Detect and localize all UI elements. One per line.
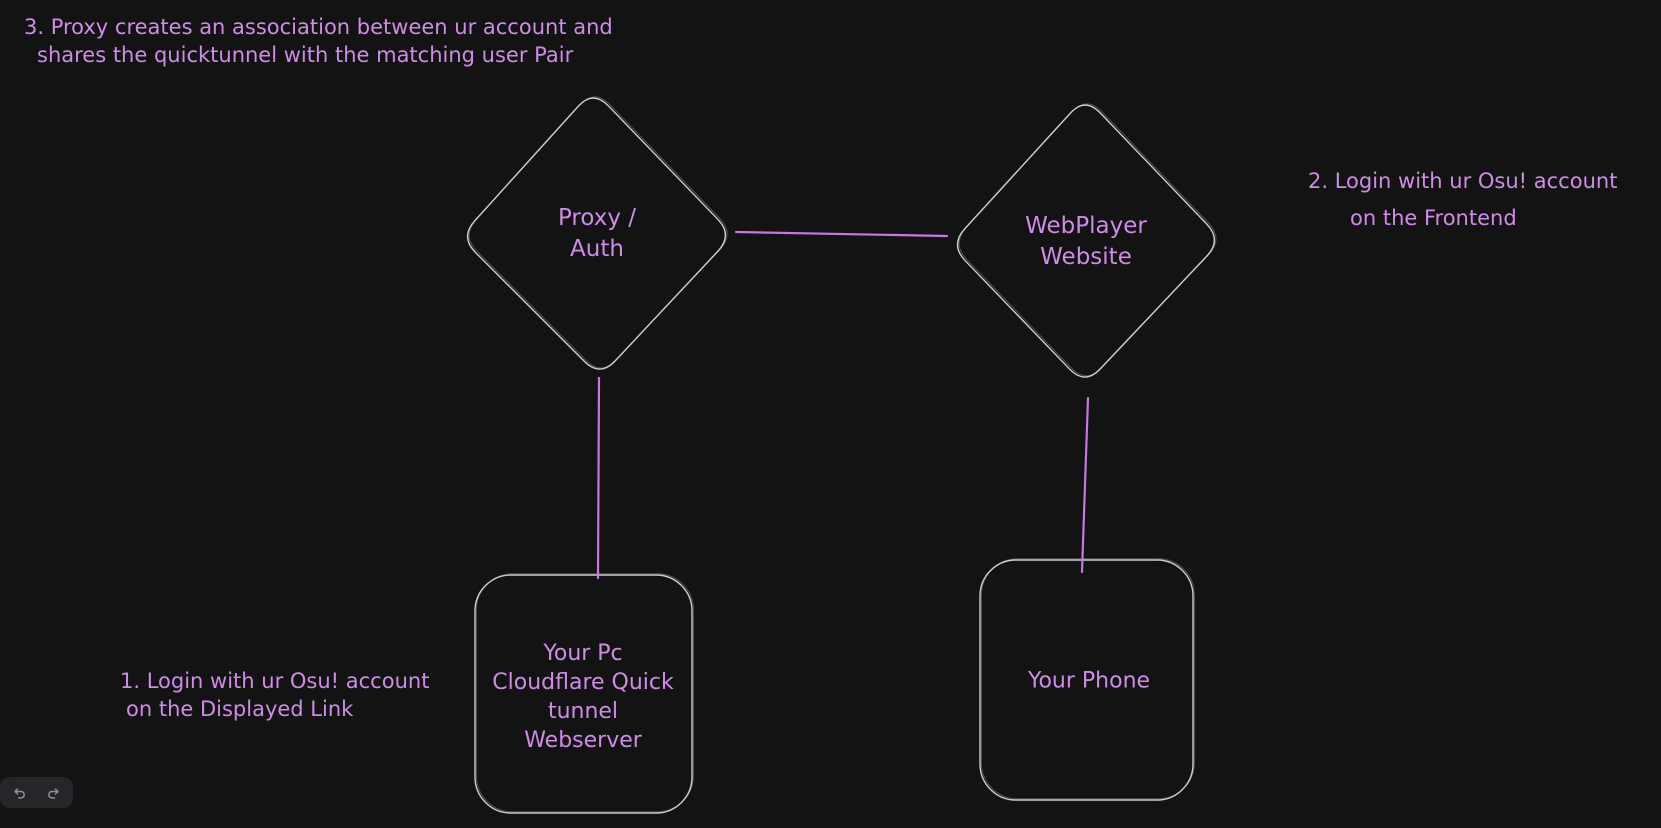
note-step-2[interactable]: 2. Login with ur Osu! account on the Fro… (1308, 167, 1617, 232)
your-pc-label[interactable]: Your Pc Cloudflare Quick tunnel Webserve… (492, 639, 673, 755)
proxy-auth-label[interactable]: Proxy / Auth (558, 203, 636, 265)
label-line: Your Pc (543, 641, 623, 666)
undo-button[interactable] (11, 785, 27, 801)
webplayer-website-label[interactable]: WebPlayer Website (1025, 211, 1147, 273)
your-pc-rectangle[interactable] (474, 573, 694, 814)
redo-icon (48, 787, 59, 799)
your-phone-label[interactable]: Your Phone (1028, 667, 1150, 696)
note-line: 1. Login with ur Osu! account (120, 669, 430, 693)
your-phone-rectangle[interactable] (979, 558, 1195, 801)
proxy-auth-diamond[interactable] (466, 96, 728, 370)
label-line: Website (1040, 244, 1132, 270)
note-line: on the Frontend (1350, 206, 1517, 230)
label-line: Cloudflare Quick (492, 670, 674, 695)
label-line: WebPlayer (1025, 213, 1147, 239)
label-line: Proxy / (557, 205, 637, 231)
redo-button[interactable] (46, 785, 62, 801)
label-line: Auth (570, 236, 624, 262)
connector-webplayer-to-phone[interactable] (1080, 396, 1090, 574)
webplayer-website-diamond[interactable] (956, 103, 1217, 378)
connector-proxy-to-webplayer[interactable] (734, 230, 949, 238)
undo-icon (14, 787, 25, 799)
note-line: on the Displayed Link (126, 697, 354, 721)
note-step-3[interactable]: 3. Proxy creates an association between … (24, 13, 613, 69)
label-line: tunnel (547, 699, 619, 724)
note-line: shares the quicktunnel with the matching… (37, 43, 574, 67)
note-step-1[interactable]: 1. Login with ur Osu! account on the Dis… (120, 667, 429, 723)
note-line: 3. Proxy creates an association between … (24, 15, 613, 39)
note-line: 2. Login with ur Osu! account (1308, 169, 1618, 193)
connector-proxy-to-pc[interactable] (596, 376, 601, 580)
label-line: Your Phone (1027, 668, 1151, 694)
undo-redo-toolbar (0, 777, 73, 808)
label-line: Webserver (524, 728, 642, 753)
